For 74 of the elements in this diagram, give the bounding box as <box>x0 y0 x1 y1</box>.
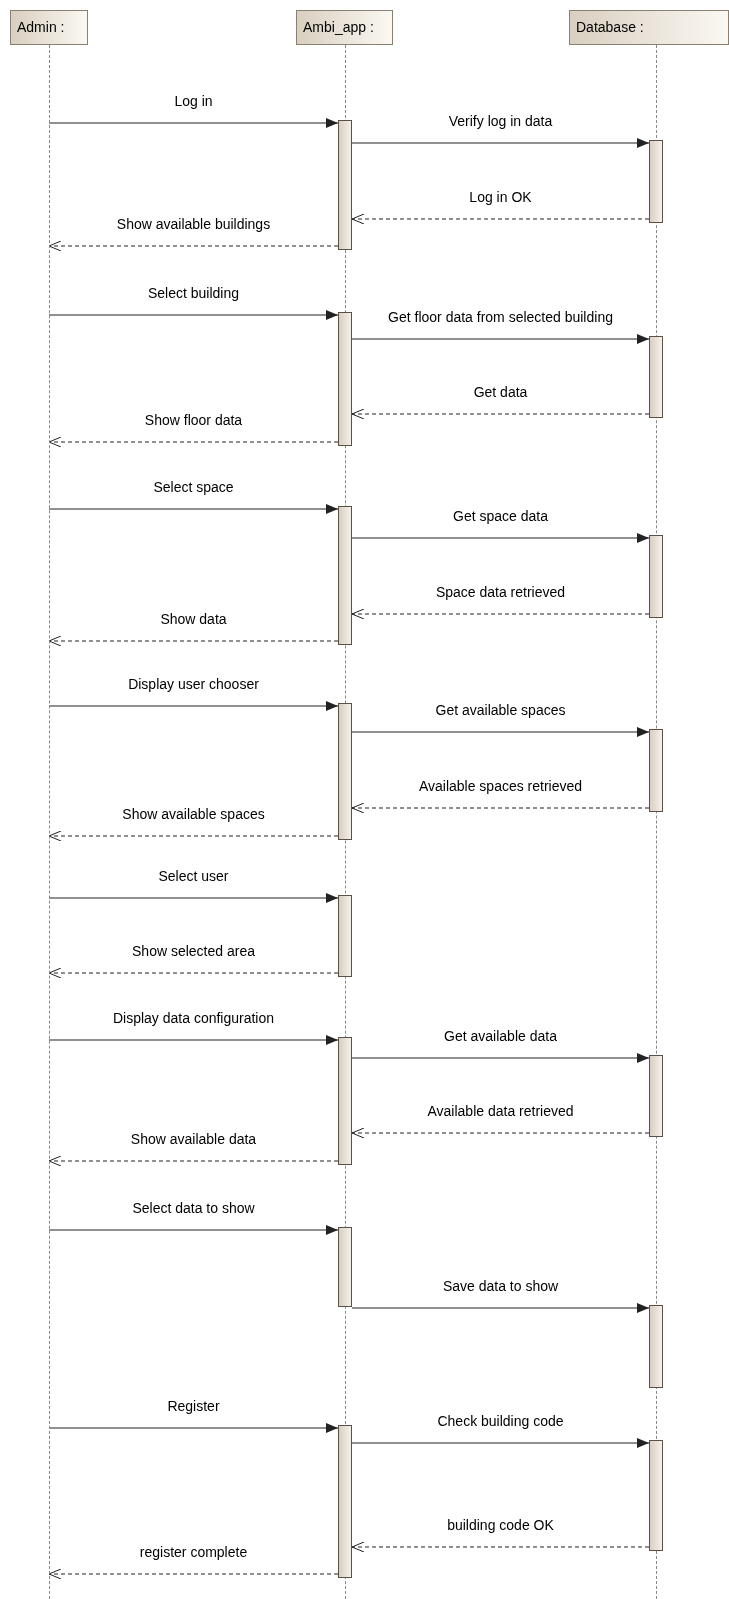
return-message-arrow <box>351 1127 650 1139</box>
message-arrow <box>48 1225 339 1235</box>
return-message-arrow <box>48 967 339 979</box>
message-arrow <box>351 1438 650 1448</box>
message-arrow <box>48 1423 339 1433</box>
activation-bar <box>649 1440 663 1551</box>
message-label: Show floor data <box>144 412 243 428</box>
return-message-arrow <box>48 1155 339 1167</box>
message-label: Get data <box>473 384 528 400</box>
message-label: Available spaces retrieved <box>418 778 583 794</box>
return-message-arrow <box>48 635 339 647</box>
message-label: Show available buildings <box>116 216 271 232</box>
message-label: Log in OK <box>469 189 532 205</box>
message-label: building code OK <box>447 1517 554 1533</box>
activation-bar <box>649 336 663 418</box>
return-message-arrow <box>351 213 650 225</box>
activation-bar <box>649 729 663 812</box>
activation-bar <box>649 1055 663 1137</box>
message-label: Get available spaces <box>435 702 566 718</box>
activation-bar <box>338 1425 352 1578</box>
message-arrow <box>351 533 650 543</box>
message-arrow <box>351 334 650 344</box>
message-arrow <box>351 138 650 148</box>
message-label: Select user <box>158 868 229 884</box>
return-message-arrow <box>351 802 650 814</box>
return-message-arrow <box>48 240 339 252</box>
message-label: Space data retrieved <box>435 584 566 600</box>
return-message-arrow <box>48 1568 339 1580</box>
message-label: Select data to show <box>132 1200 255 1216</box>
message-label: Show available data <box>130 1131 257 1147</box>
message-arrow <box>351 1053 650 1063</box>
message-label: Verify log in data <box>448 113 553 129</box>
return-message-arrow <box>48 830 339 842</box>
activation-bar <box>338 312 352 446</box>
activation-bar <box>338 703 352 840</box>
activation-bar <box>338 1227 352 1307</box>
message-label: Available data retrieved <box>427 1103 574 1119</box>
message-arrow <box>48 1035 339 1045</box>
return-message-arrow <box>351 608 650 620</box>
activation-bar <box>649 1305 663 1388</box>
message-label: Get space data <box>453 508 548 524</box>
message-label: Show available spaces <box>122 806 265 822</box>
message-label: Log in <box>174 93 213 109</box>
participant-box: Ambi_app : <box>296 10 393 45</box>
message-label: Save data to show <box>442 1278 559 1294</box>
message-label: Select space <box>153 479 234 495</box>
message-label: Get available data <box>444 1028 557 1044</box>
message-label: Get floor data from selected building <box>388 309 613 325</box>
message-arrow <box>48 118 339 128</box>
message-label: register complete <box>139 1544 248 1560</box>
message-arrow <box>48 893 339 903</box>
return-message-arrow <box>48 436 339 448</box>
message-label: Register <box>167 1398 220 1414</box>
message-arrow <box>48 701 339 711</box>
message-arrow <box>48 504 339 514</box>
activation-bar <box>338 895 352 977</box>
activation-bar <box>649 140 663 223</box>
message-label: Show selected area <box>132 943 255 959</box>
message-label: Check building code <box>437 1413 564 1429</box>
participant-box: Admin : <box>10 10 88 45</box>
activation-bar <box>338 120 352 250</box>
activation-bar <box>338 1037 352 1165</box>
message-arrow <box>48 310 339 320</box>
message-label: Display data configuration <box>112 1010 275 1026</box>
message-label: Display user chooser <box>128 676 259 692</box>
message-arrow <box>351 1303 650 1313</box>
return-message-arrow <box>351 1541 650 1553</box>
message-arrow <box>351 727 650 737</box>
return-message-arrow <box>351 408 650 420</box>
message-label: Show data <box>160 611 227 627</box>
activation-bar <box>649 535 663 618</box>
participant-box: Database : <box>569 10 729 45</box>
message-label: Select building <box>147 285 240 301</box>
activation-bar <box>338 506 352 645</box>
